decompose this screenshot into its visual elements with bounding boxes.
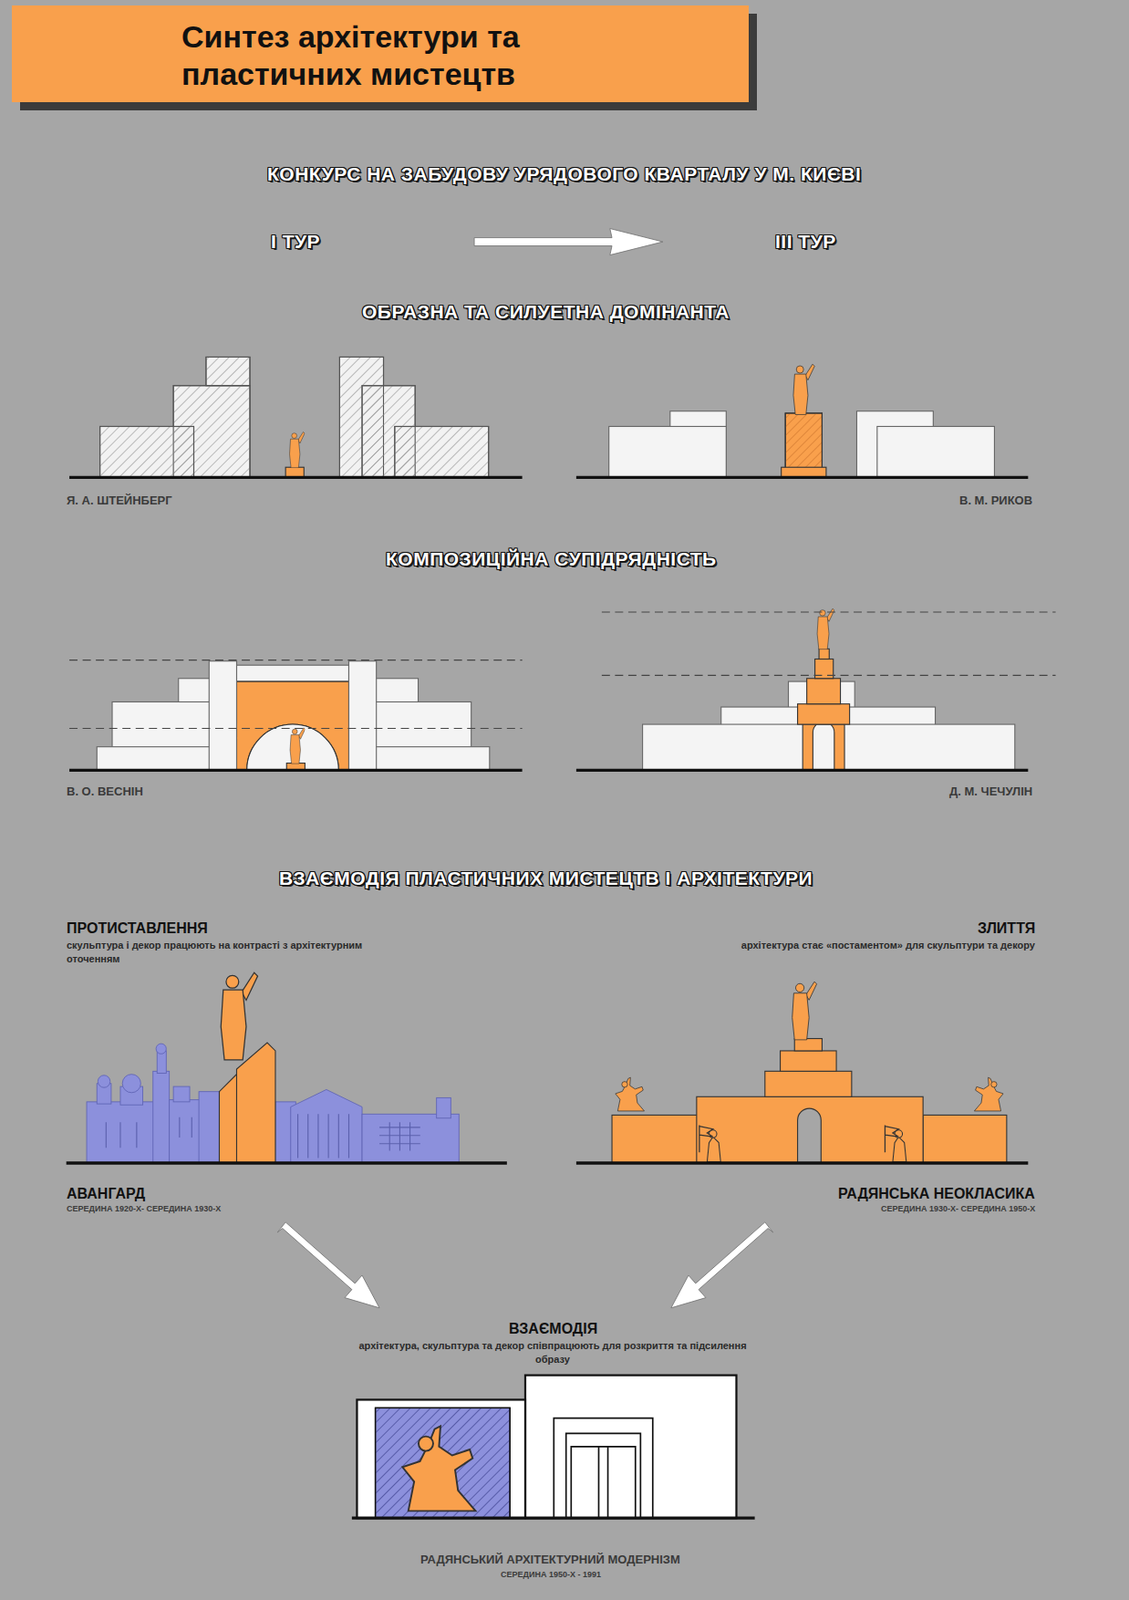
modernism-scheme bbox=[356, 1375, 736, 1519]
period-dates: СЕРЕДИНА 1930-Х- СЕРЕДИНА 1950-Х bbox=[880, 1203, 1036, 1213]
type-note: скульптура і декор працюють на контрасті… bbox=[66, 938, 404, 966]
section-heading: ОБРАЗНА ТА СИЛУЕТНА ДОМІНАНТА bbox=[362, 300, 730, 323]
round-label: I ТУР bbox=[270, 230, 321, 253]
steinberg-scheme bbox=[100, 356, 489, 477]
chechulin-scheme bbox=[642, 648, 1016, 770]
neoclassic-scheme bbox=[611, 1038, 1007, 1163]
rykov-scheme bbox=[609, 411, 995, 478]
author-name: В. М. РИКОВ bbox=[959, 493, 1033, 508]
vesnin-scheme bbox=[96, 661, 490, 771]
period-dates: СЕРЕДИНА 1950-Х - 1991 bbox=[500, 1569, 601, 1579]
type-heading: ВЗАЄМОДІЯ bbox=[508, 1320, 598, 1337]
period-name: АВАНГАРД bbox=[66, 1185, 146, 1202]
title: Синтез архітектури та пластичних мистецт… bbox=[181, 18, 583, 94]
period-dates: СЕРЕДИНА 1920-Х- СЕРЕДИНА 1930-Х bbox=[66, 1203, 221, 1213]
tour-arrow bbox=[474, 228, 663, 256]
merge-arrow bbox=[671, 1222, 774, 1308]
author-name: Д. М. ЧЕЧУЛІН bbox=[949, 784, 1033, 798]
drawing bbox=[66, 228, 1057, 1519]
section-heading: КОМПОЗИЦІЙНА СУПІДРЯДНІСТЬ bbox=[385, 548, 717, 570]
type-heading: ПРОТИСТАВЛЕННЯ bbox=[66, 920, 208, 937]
round-label: III ТУР bbox=[775, 230, 837, 253]
avantgarde-pylon bbox=[218, 1042, 276, 1163]
period-name: РАДЯНСЬКА НЕОКЛАСИКА bbox=[838, 1185, 1036, 1202]
section-heading: ВЗАЄМОДІЯ ПЛАСТИЧНИХ МИСТЕЦТВ І АРХІТЕКТ… bbox=[279, 867, 813, 890]
type-heading: ЗЛИТТЯ bbox=[977, 920, 1036, 937]
title-banner: Синтез архітектури та пластичних мистецт… bbox=[11, 5, 749, 103]
period-name: РАДЯНСЬКИЙ АРХІТЕКТУРНИЙ МОДЕРНІЗМ bbox=[420, 1552, 681, 1566]
author-name: Я. А. ШТЕЙНБЕРГ bbox=[66, 493, 173, 508]
merge-arrow bbox=[277, 1222, 380, 1308]
author-name: В. О. ВЕСНІН bbox=[66, 784, 144, 798]
section-heading: КОНКУРС НА ЗАБУДОВУ УРЯДОВОГО КВАРТАЛУ У… bbox=[267, 163, 861, 186]
type-note: архітектура, скульптура та декор співпра… bbox=[356, 1338, 749, 1367]
type-note: архітектура стає «постаментом» для скуль… bbox=[652, 938, 1036, 953]
